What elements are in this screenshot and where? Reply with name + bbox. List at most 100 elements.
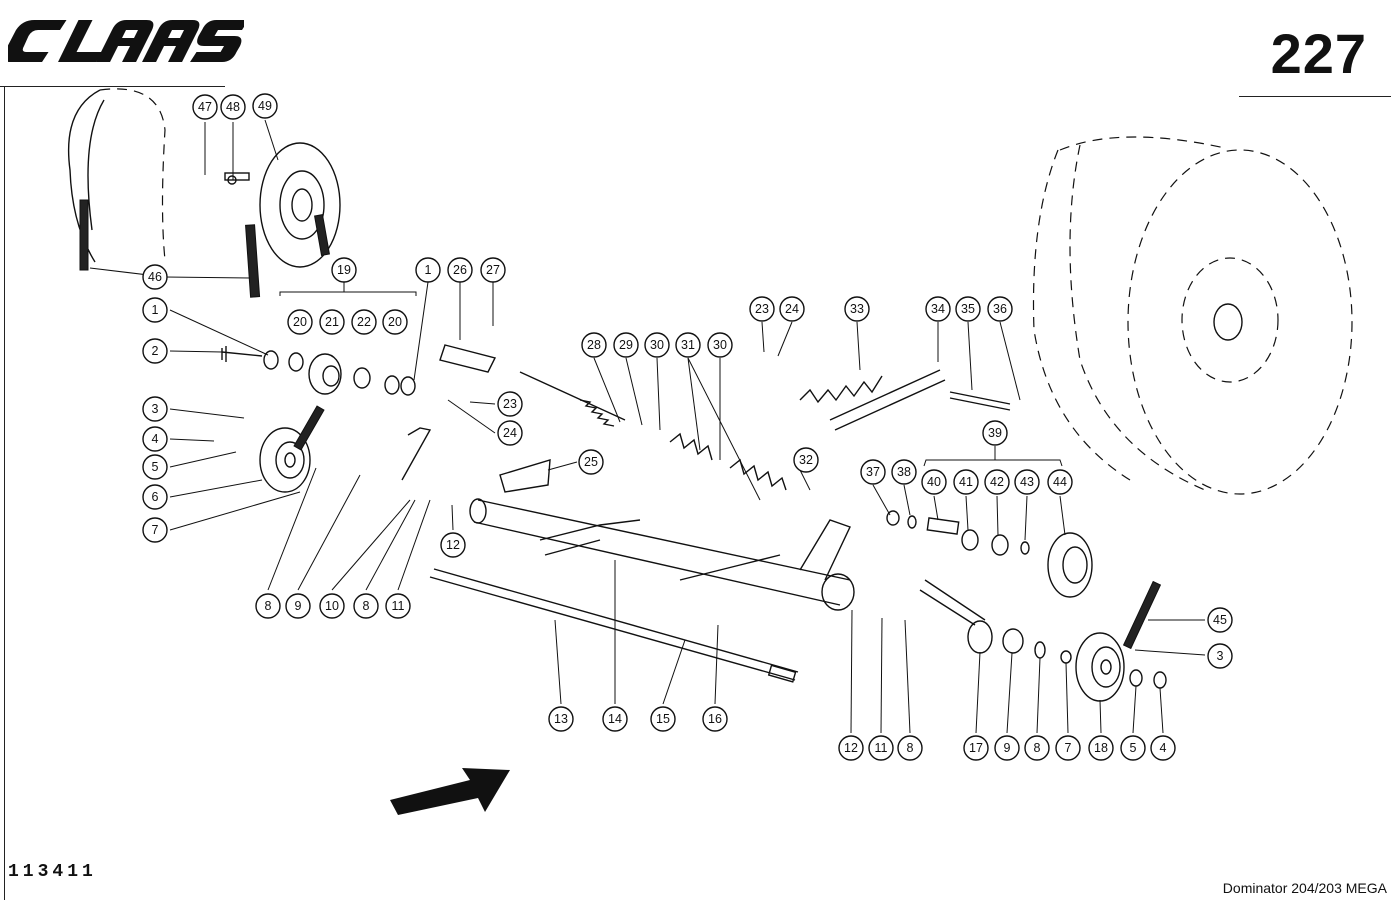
callout-1-left: 1 — [142, 297, 168, 323]
svg-text:30: 30 — [713, 338, 727, 352]
drum-outline — [1032, 136, 1353, 495]
svg-text:15: 15 — [656, 712, 670, 726]
pulley-49-assembly — [67, 88, 341, 298]
callout-45: 45 — [1207, 607, 1233, 633]
svg-text:17: 17 — [969, 741, 983, 755]
svg-text:7: 7 — [1065, 741, 1072, 755]
callout-38: 38 — [891, 459, 917, 485]
svg-text:45: 45 — [1213, 613, 1227, 627]
callout-43: 43 — [1014, 469, 1040, 495]
callout-22: 22 — [351, 309, 377, 335]
callout-1-center: 1 — [415, 257, 441, 283]
svg-text:26: 26 — [453, 263, 467, 277]
callout-19: 19 — [331, 257, 357, 283]
pulley-18 — [1075, 580, 1167, 702]
callout-20-a: 20 — [287, 309, 313, 335]
svg-text:21: 21 — [325, 315, 339, 329]
callout-47: 47 — [192, 94, 218, 120]
svg-text:25: 25 — [584, 455, 598, 469]
callout-8-b: 8 — [353, 593, 379, 619]
frame-top-rule — [0, 86, 225, 87]
callout-3-left: 3 — [142, 396, 168, 422]
pulley-44-group — [886, 510, 1093, 598]
callout-18: 18 — [1088, 735, 1114, 761]
svg-text:13: 13 — [554, 712, 568, 726]
callout-12-left: 12 — [440, 532, 466, 558]
svg-text:18: 18 — [1094, 741, 1108, 755]
svg-text:41: 41 — [959, 475, 973, 489]
callout-8-d: 8 — [1024, 735, 1050, 761]
callout-36: 36 — [987, 296, 1013, 322]
svg-text:16: 16 — [708, 712, 722, 726]
bearing-21 — [221, 346, 416, 396]
svg-text:39: 39 — [988, 426, 1002, 440]
svg-text:12: 12 — [844, 741, 858, 755]
svg-text:23: 23 — [755, 302, 769, 316]
callout-7-right: 7 — [1055, 735, 1081, 761]
callout-29: 29 — [613, 332, 639, 358]
svg-text:33: 33 — [850, 302, 864, 316]
svg-text:8: 8 — [265, 599, 272, 613]
svg-text:14: 14 — [608, 712, 622, 726]
svg-text:30: 30 — [650, 338, 664, 352]
callout-24-left: 24 — [497, 420, 523, 446]
callout-12-right: 12 — [838, 735, 864, 761]
callout-8-a: 8 — [255, 593, 281, 619]
svg-text:8: 8 — [907, 741, 914, 755]
callout-30-a: 30 — [644, 332, 670, 358]
svg-text:28: 28 — [587, 338, 601, 352]
callout-14: 14 — [602, 706, 628, 732]
svg-text:42: 42 — [990, 475, 1004, 489]
svg-text:29: 29 — [619, 338, 633, 352]
svg-text:32: 32 — [799, 453, 813, 467]
callout-30-b: 30 — [707, 332, 733, 358]
model-designation: Dominator 204/203 MEGA — [1222, 880, 1387, 896]
svg-text:20: 20 — [388, 315, 402, 329]
svg-text:3: 3 — [152, 402, 159, 416]
svg-text:6: 6 — [152, 490, 159, 504]
svg-text:8: 8 — [1034, 741, 1041, 755]
callout-3-right: 3 — [1207, 643, 1233, 669]
svg-text:10: 10 — [325, 599, 339, 613]
svg-text:38: 38 — [897, 465, 911, 479]
callout-23-left: 23 — [497, 391, 523, 417]
callout-31: 31 — [675, 332, 701, 358]
callout-40: 40 — [921, 469, 947, 495]
document-number: 113411 — [8, 862, 97, 882]
callout-41: 41 — [953, 469, 979, 495]
svg-text:47: 47 — [198, 100, 212, 114]
callout-16: 16 — [702, 706, 728, 732]
svg-text:24: 24 — [503, 426, 517, 440]
claas-logo — [3, 14, 249, 68]
callout-5-right: 5 — [1120, 735, 1146, 761]
callout-11-right: 11 — [868, 735, 894, 761]
svg-text:48: 48 — [226, 100, 240, 114]
svg-text:46: 46 — [148, 270, 162, 284]
callout-9-left: 9 — [285, 593, 311, 619]
callout-39: 39 — [982, 420, 1008, 446]
svg-text:31: 31 — [681, 338, 695, 352]
svg-text:37: 37 — [866, 465, 880, 479]
svg-text:23: 23 — [503, 397, 517, 411]
svg-text:5: 5 — [1130, 741, 1137, 755]
callout-2: 2 — [142, 338, 168, 364]
callout-11-left: 11 — [385, 593, 411, 619]
svg-text:49: 49 — [258, 99, 272, 113]
svg-text:44: 44 — [1053, 475, 1067, 489]
callout-9-right: 9 — [994, 735, 1020, 761]
svg-text:11: 11 — [875, 741, 888, 755]
shaft-13 — [429, 568, 799, 683]
callout-34: 34 — [925, 296, 951, 322]
svg-text:22: 22 — [357, 315, 371, 329]
svg-text:36: 36 — [993, 302, 1007, 316]
callout-27: 27 — [480, 257, 506, 283]
callout-10: 10 — [319, 593, 345, 619]
svg-text:9: 9 — [295, 599, 302, 613]
claas-logo-mark — [3, 20, 249, 62]
arm-17 — [919, 579, 1072, 664]
callout-32: 32 — [793, 447, 819, 473]
callout-8-c: 8 — [897, 735, 923, 761]
svg-text:7: 7 — [152, 523, 159, 537]
callout-21: 21 — [319, 309, 345, 335]
